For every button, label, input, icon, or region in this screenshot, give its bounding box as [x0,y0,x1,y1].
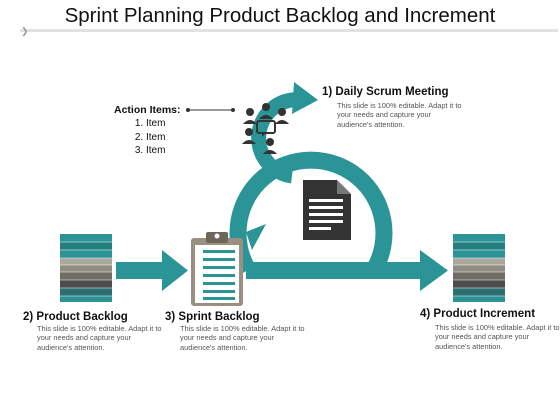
action-item: Item [146,131,165,145]
clipboard-icon [191,232,243,306]
product-increment-heading: 4) Product Increment [420,308,536,320]
action-items-list: Item Item Item [114,117,165,158]
product-backlog-heading: 2) Product Backlog [23,311,128,323]
sprint-backlog-description: This slide is 100% editable. Adapt it to… [180,324,305,352]
backlog-stack-icon [60,234,112,302]
daily-scrum-description: This slide is 100% editable. Adapt it to… [337,101,462,129]
action-items-title: Action Items: [114,104,181,116]
title-divider [20,29,558,32]
daily-scrum-heading: 1) Daily Scrum Meeting [322,86,449,98]
team-meeting-icon [242,103,289,154]
product-increment-description: This slide is 100% editable. Adapt it to… [435,323,560,351]
backlog-to-sprint-arrow [116,250,188,291]
product-backlog-description: This slide is 100% editable. Adapt it to… [37,324,162,352]
sprint-cycle-arrow [229,151,448,291]
sprint-backlog-heading: 3) Sprint Backlog [165,311,260,323]
document-icon [303,180,351,240]
slide-title: Sprint Planning Product Backlog and Incr… [64,4,496,27]
action-items-leader-line [186,108,235,112]
action-item: Item [146,117,165,131]
increment-stack-icon [453,234,505,302]
chevron-right-icon: ❯ [21,26,29,36]
action-item: Item [146,144,165,158]
